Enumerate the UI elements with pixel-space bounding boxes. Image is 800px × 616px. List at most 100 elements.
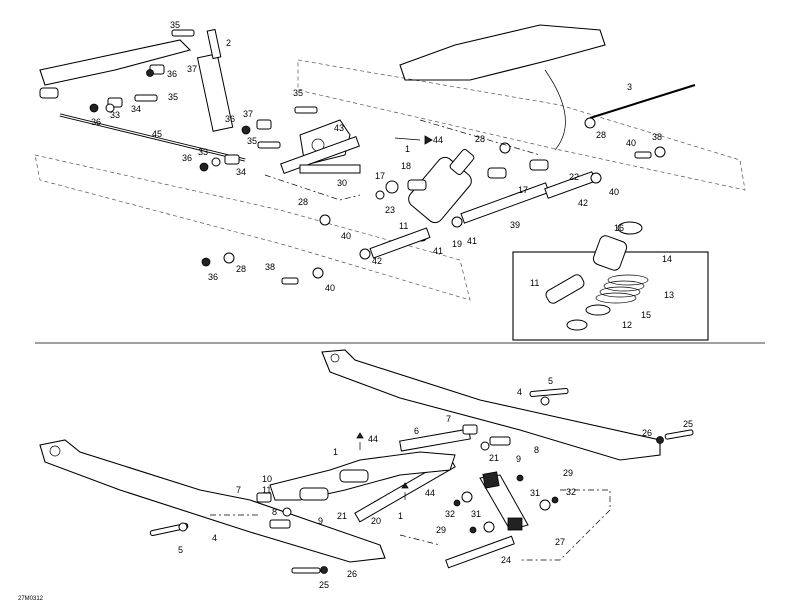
callout-44: 44 — [368, 434, 378, 444]
spacer — [256, 119, 272, 130]
callout-38: 38 — [265, 262, 275, 272]
callout-44: 44 — [425, 488, 435, 498]
left-side-rail — [39, 439, 386, 563]
bushing — [462, 424, 478, 435]
screw — [529, 388, 569, 397]
spring-seat — [585, 304, 611, 316]
callout-33: 33 — [110, 110, 120, 120]
callout-21: 21 — [489, 453, 499, 463]
nut — [469, 526, 477, 534]
bushing — [256, 492, 272, 503]
screw — [291, 567, 321, 574]
callout-40: 40 — [626, 138, 636, 148]
bushing — [529, 159, 549, 171]
screw — [149, 522, 189, 537]
assembly-leader — [264, 174, 361, 201]
nut — [656, 436, 664, 444]
figure-code: 27M0312 — [18, 596, 44, 602]
assembly-leader — [399, 534, 441, 546]
callout-10: 10 — [262, 474, 272, 484]
callout-40: 40 — [325, 283, 335, 293]
washer — [480, 441, 490, 451]
shock-detail-body — [545, 274, 585, 304]
callout-11: 11 — [262, 485, 271, 495]
nut — [551, 496, 559, 504]
callout-35: 35 — [168, 92, 178, 102]
bolt — [634, 151, 652, 159]
washer — [312, 267, 324, 279]
front-shock-body — [196, 53, 234, 132]
washer — [483, 521, 495, 533]
callout-8: 8 — [272, 507, 277, 517]
nut — [199, 162, 209, 172]
callout-26: 26 — [642, 428, 652, 438]
rear-shock-rod — [449, 149, 475, 175]
callout-9: 9 — [318, 516, 323, 526]
nut — [320, 566, 328, 574]
nut — [89, 103, 99, 113]
bolt — [294, 106, 318, 114]
callout-11: 11 — [530, 278, 539, 288]
callout-45: 45 — [152, 129, 162, 139]
callout-43: 43 — [334, 123, 344, 133]
spacer — [224, 154, 240, 165]
shock-boot — [592, 235, 628, 271]
washer — [282, 507, 292, 517]
bolt — [171, 29, 195, 37]
lower-assembly — [39, 349, 694, 574]
shock-cap — [617, 221, 643, 235]
callout-34: 34 — [236, 167, 246, 177]
bushing — [385, 180, 399, 194]
callout-28: 28 — [236, 264, 246, 274]
nut — [516, 474, 524, 482]
assembly-leader — [520, 489, 611, 561]
callout-39: 39 — [510, 220, 520, 230]
callout-2: 2 — [226, 38, 231, 48]
callout-6: 6 — [414, 426, 419, 436]
callout-4: 4 — [517, 387, 522, 397]
callout-12: 12 — [622, 320, 632, 330]
callout-1: 1 — [333, 447, 338, 457]
cross-shaft — [445, 535, 515, 569]
callout-36: 36 — [167, 69, 177, 79]
callout-30: 30 — [337, 178, 347, 188]
bushing — [487, 167, 507, 179]
callout-26: 26 — [347, 569, 357, 579]
callout-17: 17 — [375, 171, 385, 181]
arm-bushing — [339, 469, 369, 483]
spring-retainer — [566, 319, 588, 331]
callout-27: 27 — [555, 537, 565, 547]
washer — [654, 146, 666, 158]
callout-36: 36 — [182, 153, 192, 163]
callout-29: 29 — [436, 525, 446, 535]
upper-right-rail-outline — [297, 59, 746, 191]
washer — [105, 103, 115, 113]
nut — [201, 257, 211, 267]
sleeve — [269, 519, 291, 529]
callout-37: 37 — [187, 64, 197, 74]
callout-42: 42 — [578, 198, 588, 208]
washer — [178, 522, 188, 532]
nut — [146, 69, 154, 77]
callout-32: 32 — [566, 487, 576, 497]
callout-8: 8 — [534, 445, 539, 455]
washer — [590, 172, 602, 184]
callout-40: 40 — [609, 187, 619, 197]
washer — [223, 252, 235, 264]
cross-shaft — [399, 428, 471, 452]
callout-7: 7 — [446, 414, 451, 424]
callout-17: 17 — [518, 185, 528, 195]
callout-1: 1 — [405, 144, 410, 154]
callout-16: 16 — [614, 223, 624, 233]
callout-36: 36 — [208, 272, 218, 282]
callout-15: 15 — [641, 310, 651, 320]
front-arm-tube — [39, 87, 59, 99]
callout-11: 11 — [399, 221, 408, 231]
callout-20: 20 — [371, 516, 381, 526]
callout-33: 33 — [198, 147, 208, 157]
washer — [499, 142, 511, 154]
washer — [584, 117, 596, 129]
axle — [280, 135, 360, 175]
callout-38: 38 — [652, 132, 662, 142]
